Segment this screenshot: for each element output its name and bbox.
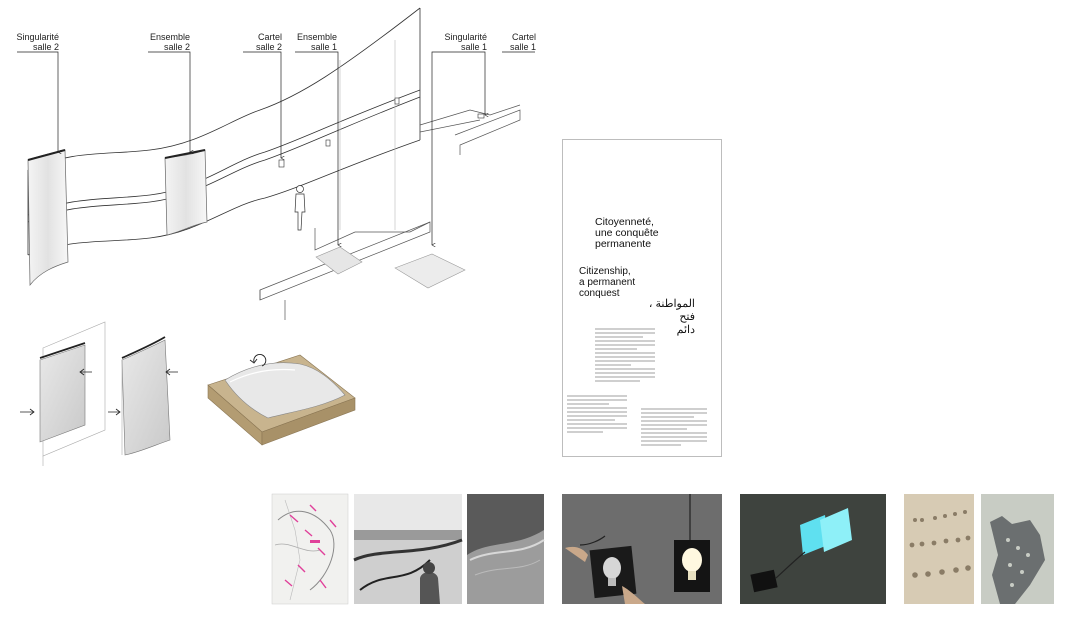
- poster-line: conquest: [579, 288, 620, 299]
- poster-line: Citizenship,: [579, 266, 631, 277]
- photo-braille: [904, 494, 974, 604]
- poster-body-text-2: [567, 395, 627, 435]
- poster-line: une conquête: [595, 227, 659, 239]
- photo-bulb-cards: [562, 494, 722, 604]
- photo-glow-device: [740, 494, 886, 604]
- detail-sheet-curved: [108, 336, 178, 456]
- label-singularite-salle-1: Singularité salle 1: [430, 32, 487, 52]
- detail-wood-block: [207, 354, 356, 446]
- detail-sheet-flat: [20, 321, 106, 466]
- cartel-plaque: [325, 139, 331, 147]
- label-line: Ensemble: [296, 32, 337, 42]
- floor-plate-1: [315, 246, 363, 275]
- label-line: Singularité: [444, 32, 487, 42]
- rotate-icon: [249, 354, 267, 367]
- photo-metal-piece: [981, 494, 1054, 604]
- poster-line: a permanent: [579, 277, 636, 288]
- label-line: salle 2: [32, 42, 59, 52]
- poster-body-text-3: [641, 408, 707, 448]
- label-line: salle 1: [460, 42, 487, 52]
- label-cartel-salle-2: Cartel salle 2: [240, 32, 282, 52]
- human-figure-icon: [294, 185, 306, 231]
- hanging-sheet-singularite-2: [27, 149, 69, 287]
- label-line: Singularité: [16, 32, 59, 42]
- wavy-wall: [27, 7, 421, 256]
- cartel-plaque-2: [278, 159, 285, 168]
- photo-fibers: [467, 494, 545, 604]
- photo-beach: [353, 494, 463, 604]
- label-line: salle 2: [255, 42, 282, 52]
- label-singularite-salle-2: Singularité salle 2: [14, 32, 59, 52]
- label-ensemble-salle-1: Ensemble salle 1: [292, 32, 337, 52]
- poster-line: دائم: [676, 324, 695, 336]
- label-line: salle 2: [163, 42, 190, 52]
- poster-body-text-1: [595, 328, 655, 384]
- poster-line: فتح: [679, 311, 695, 323]
- label-ensemble-salle-2: Ensemble salle 2: [145, 32, 190, 52]
- label-cartel-salle-1: Cartel salle 1: [500, 32, 536, 52]
- cartel-plaque-1: [477, 113, 485, 119]
- platform-structure: [259, 104, 521, 320]
- hanging-sheet-ensemble-2: [164, 149, 208, 236]
- poster-panel: Citoyenneté, une conquête permanente Cit…: [562, 139, 722, 457]
- poster-title-fr: Citoyenneté, une conquête permanente: [595, 217, 659, 250]
- poster-title-ar: المواطنة ، فتح دائم: [635, 298, 695, 337]
- poster-line: permanente: [595, 238, 652, 250]
- cartel-plaque: [394, 97, 400, 105]
- label-line: Cartel: [511, 32, 536, 42]
- poster-title-en: Citizenship, a permanent conquest: [579, 266, 635, 299]
- label-line: Cartel: [257, 32, 282, 42]
- poster-line: المواطنة ،: [648, 298, 695, 310]
- label-line: Ensemble: [149, 32, 190, 42]
- poster-line: Citoyenneté,: [595, 216, 654, 228]
- floor-plate-2: [394, 253, 466, 289]
- label-line: salle 1: [509, 42, 536, 52]
- label-line: salle 1: [310, 42, 337, 52]
- photo-map: [271, 493, 349, 605]
